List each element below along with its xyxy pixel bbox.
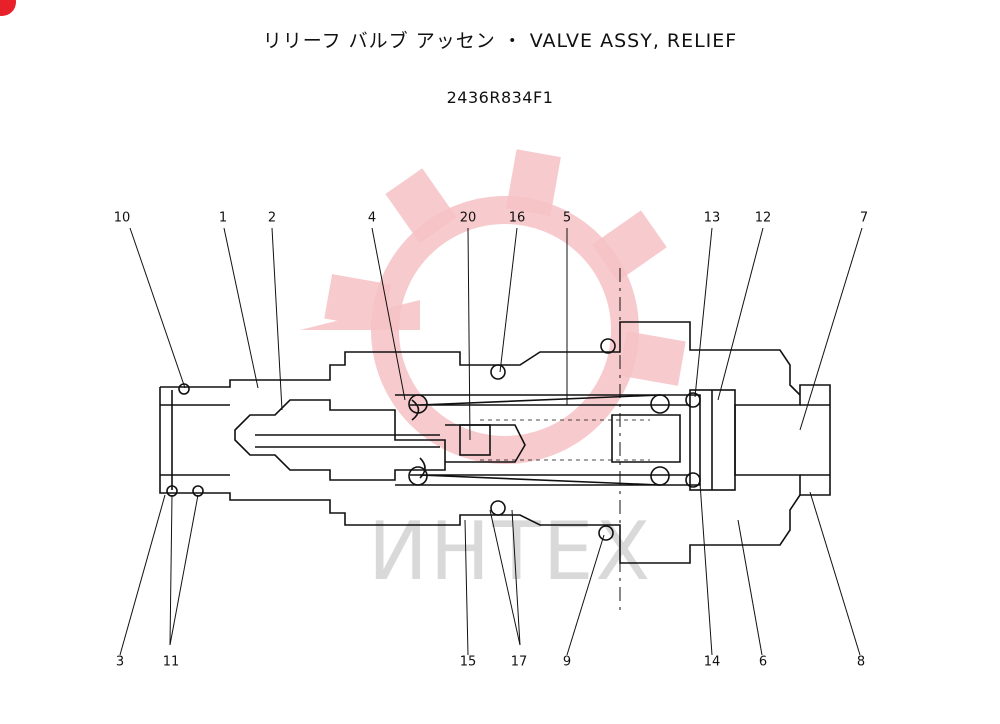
callout-15: 15 (459, 654, 477, 670)
callout-11: 11 (162, 654, 180, 670)
page-title: リリーフ バルブ アッセン ・ VALVE ASSY, RELIEF (262, 30, 738, 52)
watermark-text: ИНТЕХ (368, 505, 653, 598)
callout-10: 10 (113, 210, 131, 226)
part-number: 2436R834F1 (446, 88, 554, 107)
callout-5: 5 (562, 210, 572, 226)
callout-20: 20 (459, 210, 477, 226)
callout-7: 7 (859, 210, 869, 226)
callout-16: 16 (508, 210, 526, 226)
callout-8: 8 (856, 654, 866, 670)
callout-3: 3 (115, 654, 125, 670)
callout-2: 2 (267, 210, 277, 226)
callout-9: 9 (562, 654, 572, 670)
callout-1: 1 (218, 210, 228, 226)
callout-14: 14 (703, 654, 721, 670)
callout-13: 13 (703, 210, 721, 226)
callout-12: 12 (754, 210, 772, 226)
callout-6: 6 (758, 654, 768, 670)
callout-4: 4 (367, 210, 377, 226)
callout-17: 17 (510, 654, 528, 670)
